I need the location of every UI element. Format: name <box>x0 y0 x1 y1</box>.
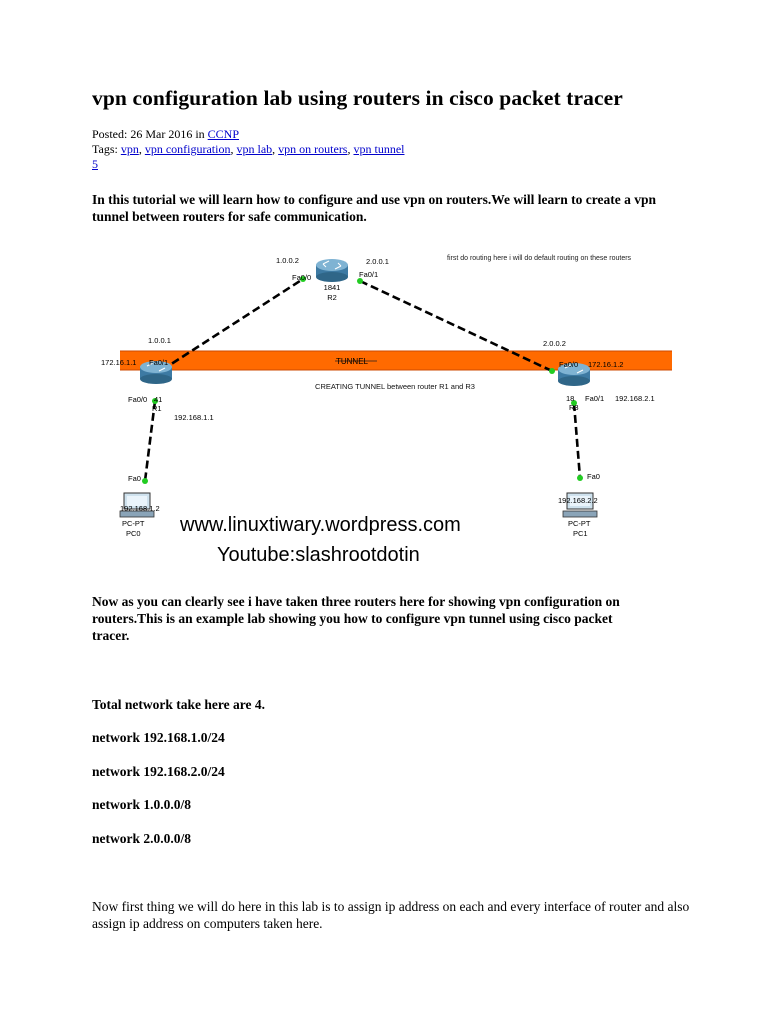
pc1-icon <box>562 492 598 518</box>
r2-left-if: Fa0/0 <box>292 273 311 282</box>
r3-model: 18 <box>566 394 574 403</box>
tags-prefix: Tags: <box>92 142 121 156</box>
article-title: vpn configuration lab using routers in c… <box>92 86 623 110</box>
r2-left-ip: 1.0.0.2 <box>276 256 299 265</box>
comments-line: 5 <box>92 157 98 172</box>
r2-right-if: Fa0/1 <box>359 270 378 279</box>
tunnel-label: TUNNEL <box>336 357 369 366</box>
network-item: network 192.168.1.0/24 <box>92 730 225 745</box>
intro-paragraph: In this tutorial we will learn how to co… <box>92 192 657 224</box>
pc0-if: Fa0 <box>128 474 141 483</box>
r3-wan-if: Fa0/0 <box>559 360 578 369</box>
assign-ip-paragraph: Now first thing we will do here in this … <box>92 899 690 931</box>
r1-tunnel-ip: 172.16.1.1 <box>101 358 136 367</box>
network-item: network 2.0.0.0/8 <box>92 831 191 846</box>
r2-model: 1841 <box>324 283 341 292</box>
r2-name: R2 <box>327 293 337 302</box>
tag-link-vpn-tunnel[interactable]: vpn tunnel <box>353 142 405 156</box>
tag-link-vpn[interactable]: vpn <box>120 142 139 156</box>
network-item: network 192.168.2.0/24 <box>92 764 225 779</box>
total-networks: Total network take here are 4. <box>92 697 265 712</box>
comments-count-link[interactable]: 5 <box>92 157 98 171</box>
network-diagram: TUNNEL CREATING TUNNEL between router R1… <box>101 255 672 566</box>
pc0-ip: 192.168.1.2 <box>120 504 160 513</box>
watermark-youtube: Youtube:slashrootdotin <box>217 544 420 566</box>
r3-name: R3 <box>569 403 579 412</box>
link-r3-pc1 <box>572 402 582 479</box>
r1-lan-if: Fa0/0 <box>128 395 147 404</box>
r3-tunnel-ip: 172.16.1.2 <box>588 360 623 369</box>
r2-right-ip: 2.0.0.1 <box>366 257 389 266</box>
router-r3-icon <box>558 363 590 386</box>
r3-lan-if: Fa0/1 <box>585 394 604 403</box>
pc1-ip: 192.168.2.2 <box>558 496 598 505</box>
link-r1-r2 <box>161 277 304 372</box>
r1-model: 41 <box>154 395 162 404</box>
r1-wan-if: Fa0/1 <box>149 358 168 367</box>
tags-line: Tags: vpn, vpn configuration, vpn lab, v… <box>92 142 405 156</box>
pc0-icon <box>119 492 155 518</box>
pc1-if: Fa0 <box>587 472 600 481</box>
r3-lan-ip: 192.168.2.1 <box>615 394 655 403</box>
tag-link-vpn-lab[interactable]: vpn lab <box>236 142 273 156</box>
tag-link-vpn-configuration[interactable]: vpn configuration <box>144 142 231 156</box>
link-r1-pc0 <box>143 400 157 482</box>
pc1-name: PC1 <box>573 529 588 538</box>
tunnel-bar <box>120 351 672 370</box>
r3-wan-ip: 2.0.0.2 <box>543 339 566 348</box>
watermark-site: www.linuxtiwary.wordpress.com <box>179 514 461 536</box>
category-link[interactable]: CCNP <box>207 127 240 141</box>
r1-lan-ip: 192.168.1.1 <box>174 413 214 422</box>
posted-date: Posted: 26 Mar 2016 in <box>92 127 208 141</box>
r1-name: R1 <box>152 404 162 413</box>
pc1-type: PC-PT <box>568 519 591 528</box>
router-r1-icon <box>140 361 172 384</box>
posted-line: Posted: 26 Mar 2016 in CCNP <box>92 127 239 142</box>
r1-wan-ip: 1.0.0.1 <box>148 336 171 345</box>
network-item: network 1.0.0.0/8 <box>92 797 191 812</box>
router-r2-icon <box>316 259 348 282</box>
pc0-type: PC-PT <box>122 519 145 528</box>
routing-note: first do routing here i will do default … <box>447 255 632 262</box>
description-paragraph: Now as you can clearly see i have taken … <box>92 594 620 643</box>
tag-link-vpn-on-routers[interactable]: vpn on routers <box>278 142 348 156</box>
tunnel-caption: CREATING TUNNEL between router R1 and R3 <box>315 382 475 391</box>
pc0-name: PC0 <box>126 529 141 538</box>
